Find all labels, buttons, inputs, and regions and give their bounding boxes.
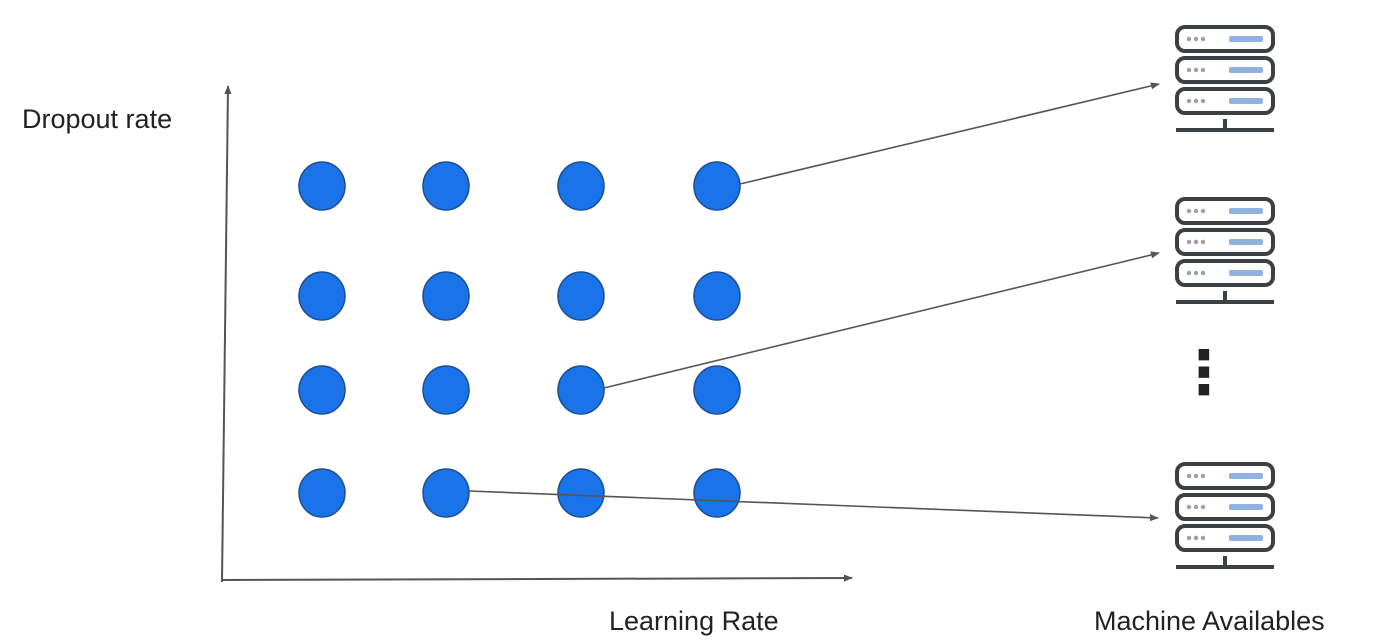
x-axis-label: Learning Rate	[609, 606, 779, 636]
grid-point-r4-c1	[298, 468, 346, 518]
grid-point-r3-c1	[298, 365, 346, 415]
assignment-arrows	[468, 82, 1160, 522]
grid-point-r2-c4	[693, 271, 741, 321]
grid-point-r3-c2	[422, 365, 470, 415]
assignment-arrow-to-machine-1	[739, 82, 1160, 185]
grid-point-r1-c2	[422, 161, 470, 211]
server-rack-icon	[1175, 25, 1275, 132]
grid-point-r3-c4	[693, 365, 741, 415]
grid-point-r3-c3	[557, 365, 605, 415]
server-rack-icon	[1175, 197, 1275, 304]
grid-point-r1-c4	[693, 161, 741, 211]
y-axis	[221, 85, 232, 583]
points-layer	[298, 161, 741, 518]
assignment-arrow-to-machine-3	[468, 490, 1159, 522]
y-axis-label: Dropout rate	[22, 104, 173, 134]
grid-point-r2-c1	[298, 271, 346, 321]
machines-label: Machine Availables	[1094, 606, 1325, 636]
grid-point-r4-c3	[557, 468, 605, 518]
grid-point-r4-c2	[422, 468, 470, 518]
machines-ellipsis: ⋮	[1174, 338, 1234, 408]
x-axis	[221, 574, 853, 582]
assignment-arrow-to-machine-2	[603, 251, 1160, 389]
grid-point-r1-c3	[557, 161, 605, 211]
grid-point-r2-c3	[557, 271, 605, 321]
server-rack-icon	[1175, 462, 1275, 569]
grid-point-r2-c2	[422, 271, 470, 321]
grid-point-r4-c4	[693, 468, 741, 518]
grid-point-r1-c1	[298, 161, 346, 211]
machines-column	[1175, 25, 1275, 569]
